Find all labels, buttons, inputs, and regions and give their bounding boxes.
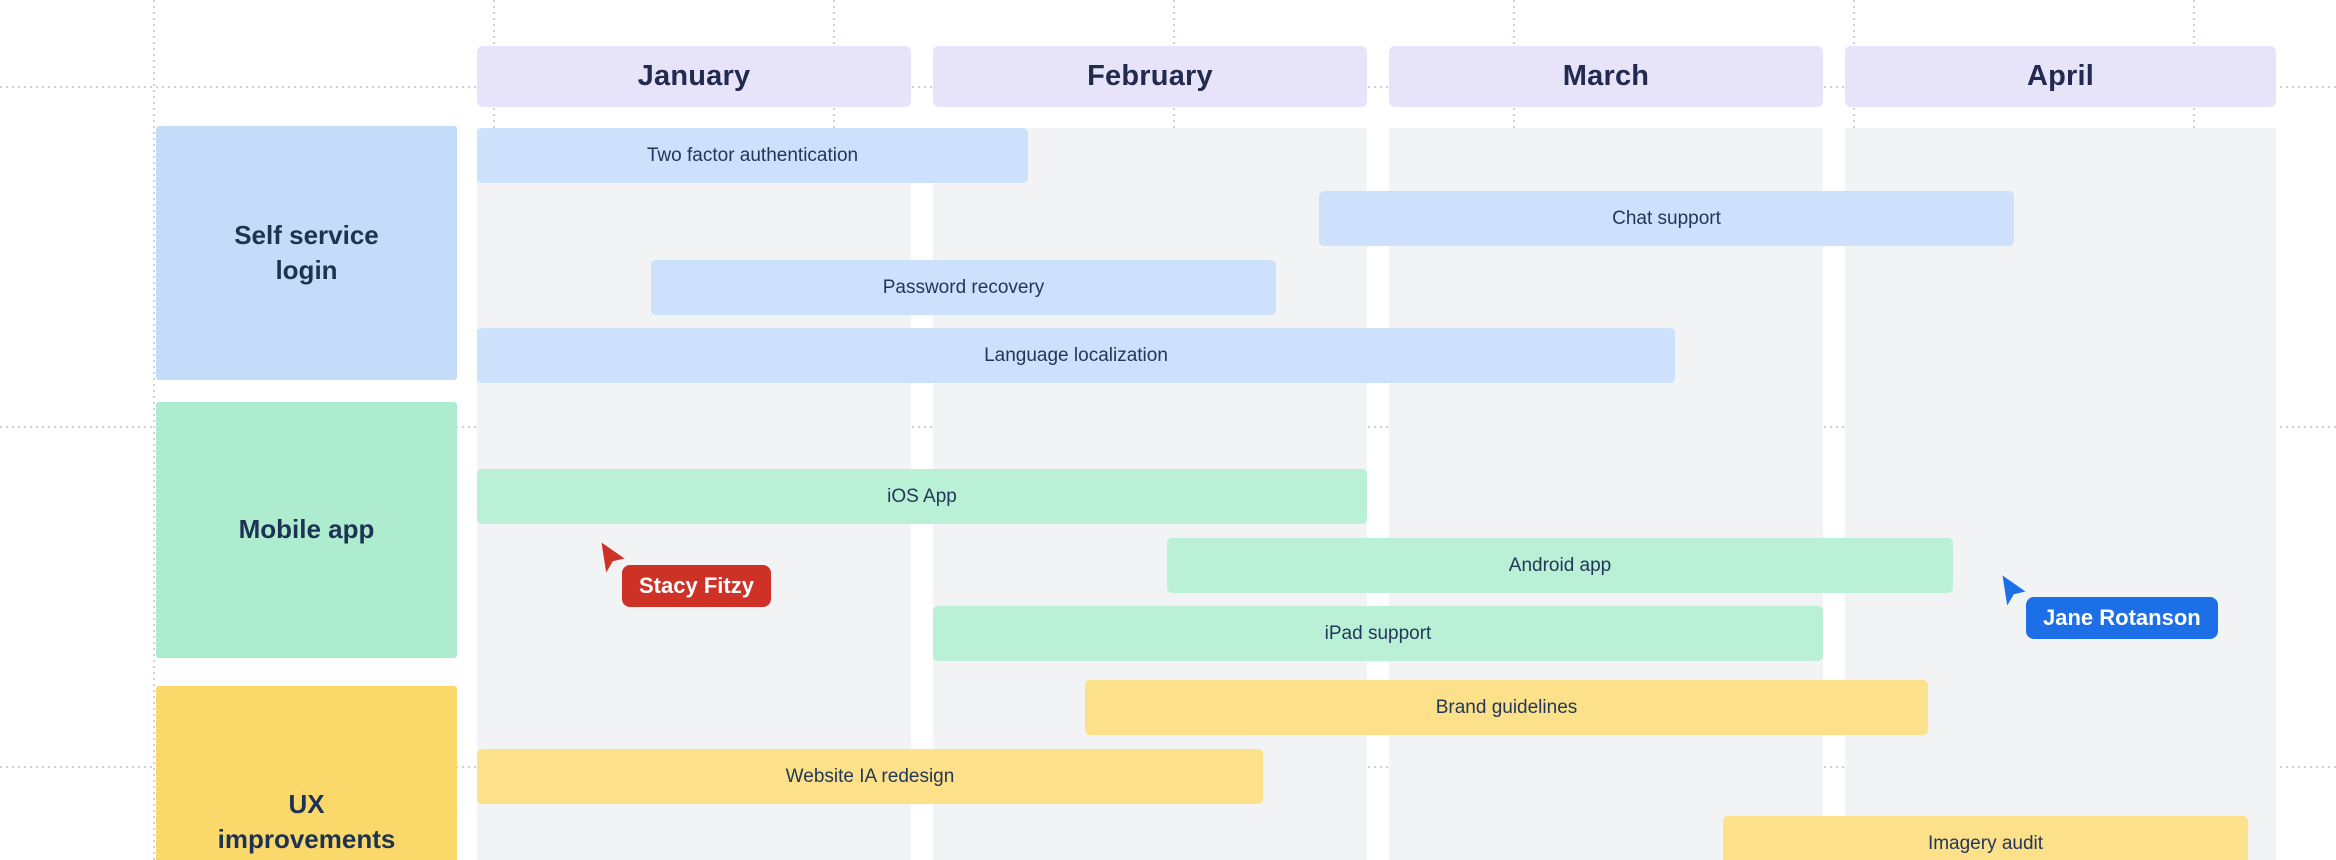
bar-language-localization[interactable]: Language localization <box>477 328 1675 383</box>
month-header-january[interactable]: January <box>477 46 911 107</box>
month-header-april[interactable]: April <box>1845 46 2276 107</box>
cursor-pointer-stacy-icon <box>600 542 626 579</box>
bar-chat-support[interactable]: Chat support <box>1319 191 2014 246</box>
month-header-march[interactable]: March <box>1389 46 1823 107</box>
bar-website-ia-redesign[interactable]: Website IA redesign <box>477 749 1263 804</box>
bar-ios-app[interactable]: iOS App <box>477 469 1367 524</box>
cursor-pointer-jane-icon <box>2001 575 2027 612</box>
category-box-mobile-app[interactable]: Mobile app <box>156 402 457 658</box>
bar-password-recovery[interactable]: Password recovery <box>651 260 1276 315</box>
category-box-self-service-login[interactable]: Self service login <box>156 126 457 380</box>
month-header-february[interactable]: February <box>933 46 1367 107</box>
cursor-label-stacy-fitzy: Stacy Fitzy <box>622 565 771 607</box>
column-band-march <box>1389 128 1823 860</box>
category-box-ux-improvements[interactable]: UX improvements <box>156 686 457 860</box>
bar-ipad-support[interactable]: iPad support <box>933 606 1823 661</box>
column-band-april <box>1845 128 2276 860</box>
bar-two-factor-authentication[interactable]: Two factor authentication <box>477 128 1028 183</box>
bar-imagery-audit[interactable]: Imagery audit <box>1723 816 2248 860</box>
bar-android-app[interactable]: Android app <box>1167 538 1953 593</box>
cursor-label-jane-rotanson: Jane Rotanson <box>2026 597 2218 639</box>
bar-brand-guidelines[interactable]: Brand guidelines <box>1085 680 1928 735</box>
grid-line-vertical <box>153 0 155 860</box>
